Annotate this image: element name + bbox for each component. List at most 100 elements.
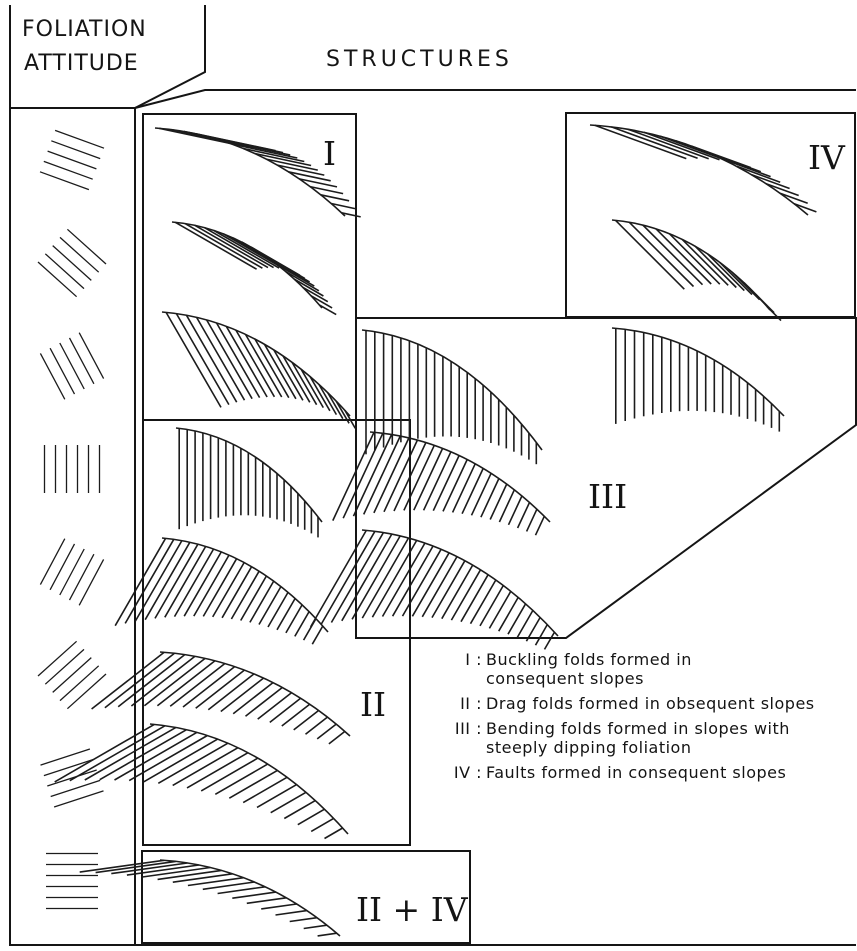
foliation-trace [247, 898, 286, 904]
foliation-trace [707, 152, 761, 172]
structures-title: STRUCTURES [326, 44, 513, 76]
foliation-swatch-line [38, 262, 77, 297]
panel-ii-iv-label: II + IV [356, 890, 468, 929]
outer-frame [135, 108, 856, 945]
foliation-trace [298, 809, 325, 825]
slope-surface [370, 432, 550, 522]
foliation-trace [270, 698, 301, 722]
foliation-trace [462, 468, 483, 513]
foliation-trace [403, 549, 442, 616]
foliation-trace [195, 225, 268, 267]
foliation-swatch-line [50, 348, 74, 394]
foliation-trace [194, 555, 229, 616]
foliation-trace [545, 632, 555, 649]
foliation-trace [536, 516, 545, 535]
foliation-trace [311, 818, 333, 831]
foliation-trace [196, 670, 245, 708]
foliation-trace [708, 254, 745, 291]
slope-profiles [55, 125, 817, 936]
slope-surface [590, 125, 808, 215]
foliation-trace [489, 591, 510, 628]
foliation-swatch-line [38, 641, 77, 676]
foliation-trace [282, 704, 310, 726]
foliation-trace [129, 736, 207, 781]
foliation-trace [312, 626, 323, 644]
foliation-trace [374, 438, 409, 513]
foliation-swatch-line [45, 254, 84, 289]
foliation-trace [319, 305, 336, 315]
foliation-trace [306, 717, 328, 734]
foliation-trace [276, 911, 307, 915]
legend-item-ii: II : Drag folds formed in obsequent slop… [438, 694, 853, 713]
foliation-trace [218, 887, 266, 894]
foliation-trace [187, 753, 248, 788]
foliation-trace [158, 870, 222, 879]
foliation-trace [422, 557, 457, 617]
foliation-swatch-line [70, 338, 94, 384]
slope-surface [172, 222, 322, 308]
foliation-trace [480, 586, 503, 626]
foliation-trace [384, 440, 417, 512]
foliation-trace [508, 604, 526, 634]
foliation-trace [144, 658, 205, 705]
foliation-trace [737, 166, 781, 182]
foliation-trace [268, 592, 288, 627]
slope-surface [362, 330, 542, 450]
foliation-trace [432, 561, 465, 618]
foliation-trace [304, 619, 316, 640]
foliation-trace [453, 464, 476, 513]
foliation-trace [144, 739, 218, 782]
legend-key: II : [438, 694, 486, 713]
foliation-trace [317, 724, 336, 739]
foliation-trace [277, 265, 314, 286]
foliation-trace [183, 667, 235, 707]
foliation-trace [269, 258, 310, 282]
foliation-swatch-line [53, 246, 92, 281]
foliation-swatch-line [50, 544, 74, 590]
foliation-trace [527, 509, 537, 531]
foliation-trace [229, 770, 277, 798]
legend-item-i: I : Buckling folds formed in consequent … [438, 650, 853, 688]
foliation-swatch-line [40, 353, 64, 399]
legend-text: Drag folds formed in obsequent slopes [486, 694, 853, 713]
legend-key: I : [438, 650, 486, 688]
foliation-trace [499, 597, 519, 631]
panel-i-label: I [323, 134, 336, 173]
foliation-trace [257, 785, 297, 808]
legend: I : Buckling folds formed in consequent … [438, 650, 853, 788]
foliation-trace [794, 204, 816, 212]
foliation-trace [184, 552, 221, 616]
foliation-trace [628, 129, 709, 159]
foliation-swatch-line [60, 549, 84, 595]
foliation-swatch-line [40, 539, 64, 585]
foliation-trace [342, 534, 392, 621]
slope-surface [160, 652, 350, 736]
foliation-trace [301, 369, 323, 407]
foliation-trace [362, 538, 408, 618]
legend-item-iv: IV : Faults formed in consequent slopes [438, 763, 853, 782]
foliation-trace [131, 656, 195, 706]
slope-surface [612, 220, 770, 310]
foliation-trace [258, 693, 292, 719]
foliation-trace [518, 503, 530, 529]
foliation-trace [695, 246, 736, 287]
foliation-trace [364, 436, 401, 514]
diagram-frames [10, 5, 856, 945]
foliation-trace [155, 544, 198, 618]
foliation-trace [243, 777, 287, 802]
foliation-trace [185, 224, 262, 269]
foliation-trace [325, 828, 343, 839]
foliation-trace [472, 473, 492, 515]
foliation-trace [246, 688, 283, 717]
foliation-trace [92, 652, 165, 709]
foliation-trace [261, 904, 297, 909]
foliation-swatch-line [48, 151, 97, 169]
panel-ii-label: II [360, 685, 386, 724]
foliation-trace [232, 892, 275, 898]
slope-surface [162, 538, 328, 632]
foliation-trace [722, 159, 771, 177]
foliation-trace [241, 576, 267, 621]
foliation-trace [145, 542, 190, 620]
legend-key: III : [438, 719, 486, 757]
